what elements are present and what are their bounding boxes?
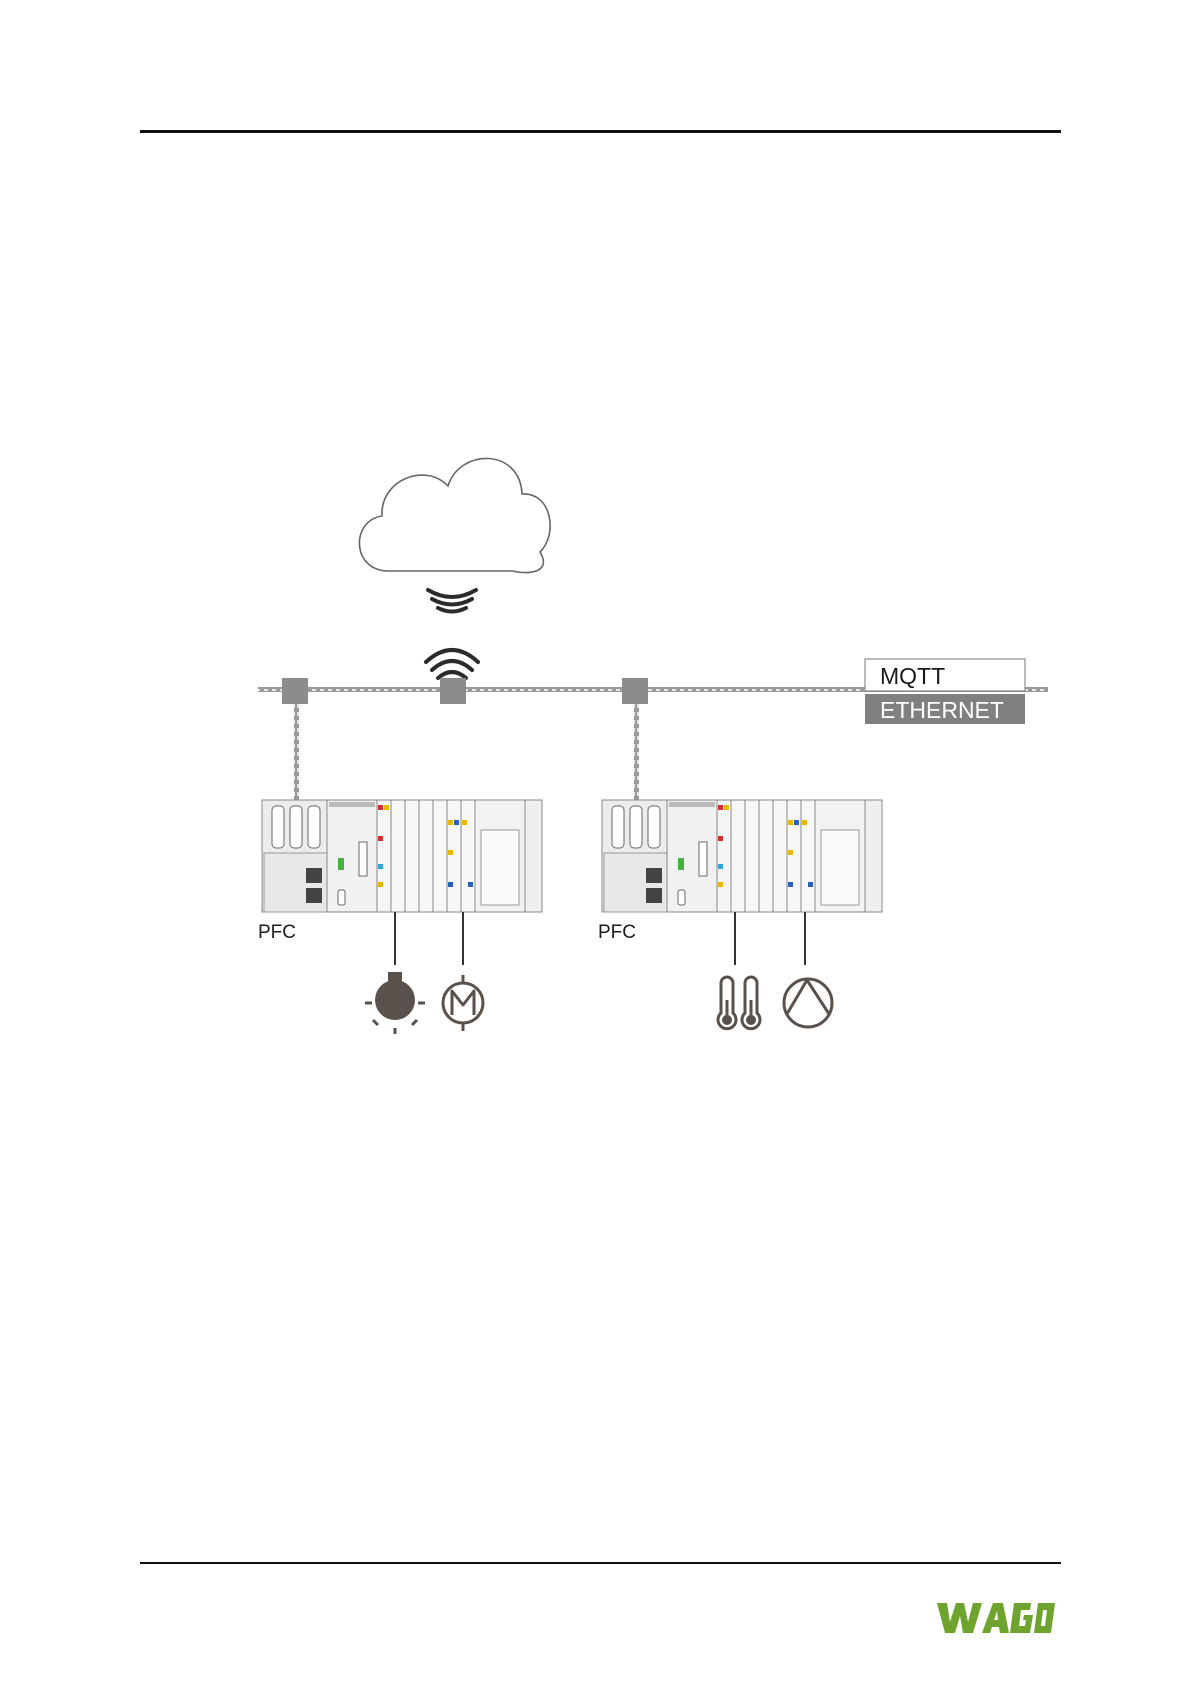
motor-icon xyxy=(443,975,483,1031)
switch-node-3 xyxy=(622,678,648,704)
switch-node-2 xyxy=(440,678,466,704)
pump-icon xyxy=(784,979,832,1027)
wireless-icon xyxy=(426,590,478,678)
light-icon xyxy=(365,972,425,1034)
controller-2-label: PFC xyxy=(598,922,636,943)
controller-1-label: PFC xyxy=(258,922,296,943)
cloud-icon xyxy=(359,458,550,572)
wago-logo xyxy=(935,1598,1057,1638)
drop-line-2 xyxy=(634,690,639,802)
protocol-legend: MQTT ETHERNET xyxy=(865,659,1025,724)
ethernet-label: ETHERNET xyxy=(880,697,1004,723)
controller-2 xyxy=(602,800,882,912)
switch-node-1 xyxy=(282,678,308,704)
thermometer-icon xyxy=(718,977,760,1029)
controller-1 xyxy=(262,800,542,912)
drop-line-1 xyxy=(294,690,299,802)
mqtt-label: MQTT xyxy=(880,663,945,689)
